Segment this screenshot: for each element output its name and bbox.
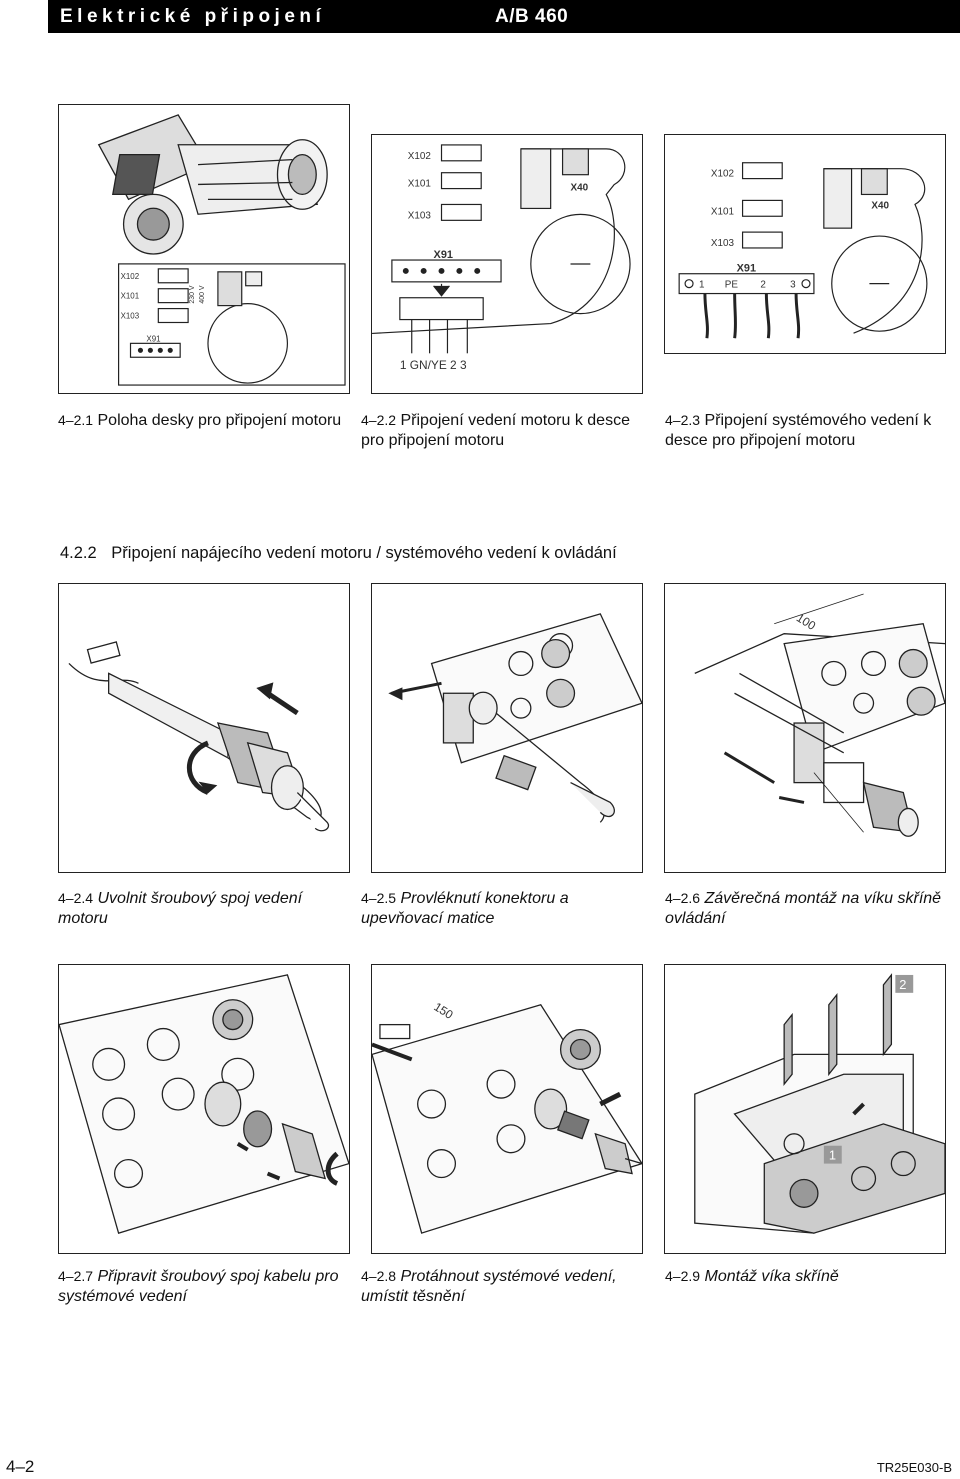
f1-label-x91: X91 bbox=[146, 334, 161, 343]
f2-label-x103: X103 bbox=[408, 210, 432, 221]
thread-connector-illustration bbox=[388, 613, 642, 823]
f3-terminal-pe: PE bbox=[725, 280, 739, 291]
f8-dimension-label: 150 bbox=[431, 1000, 456, 1023]
system-cable-connection-illustration: X102 X101 X103 X91 X40 1 PE 2 3 bbox=[678, 162, 928, 339]
caption-4-2-3: 4–2.3 Připojení systémového vedení k des… bbox=[665, 410, 950, 451]
caption-number: 4–2.1 bbox=[58, 412, 94, 428]
section-title: Připojení napájecího vedení motoru / sys… bbox=[111, 544, 617, 562]
f3-label-x91: X91 bbox=[737, 263, 756, 275]
figure-4-2-6: 100 bbox=[664, 583, 946, 873]
page-number: 4–2 bbox=[6, 1457, 35, 1476]
caption-number: 4–2.9 bbox=[665, 1268, 701, 1284]
f1-label-400v: 400 V bbox=[199, 285, 206, 304]
caption-4-2-5: 4–2.5 Provléknutí konektoru a upevňovací… bbox=[361, 888, 646, 929]
caption-4-2-1: 4–2.1 Poloha desky pro připojení motoru bbox=[58, 410, 358, 431]
thread-system-cable-illustration: 150 bbox=[372, 1000, 642, 1234]
f3-label-x102: X102 bbox=[711, 169, 734, 180]
f2-label-x40: X40 bbox=[571, 183, 589, 194]
f2-label-x101: X101 bbox=[408, 179, 432, 190]
caption-4-2-8: 4–2.8 Protáhnout systémové vedení, umíst… bbox=[361, 1266, 646, 1307]
f2-wire-labels: 1 GN/YE 2 3 bbox=[400, 358, 467, 372]
caption-text: Poloha desky pro připojení motoru bbox=[97, 412, 342, 429]
header-bar: Elektrické připojení A/B 460 bbox=[48, 0, 960, 33]
figure-4-2-8: 150 bbox=[371, 964, 643, 1254]
figure-4-2-3: X102 X101 X103 X91 X40 1 PE 2 3 bbox=[664, 134, 946, 354]
caption-text: Uvolnit šroubový spoj vedení motoru bbox=[58, 890, 303, 927]
caption-4-2-2: 4–2.2 Připojení vedení motoru k desce pr… bbox=[361, 410, 646, 451]
section-heading: 4.2.2 Připojení napájecího vedení motoru… bbox=[60, 544, 617, 563]
document-code: TR25E030-B bbox=[876, 1460, 952, 1475]
page-title: Elektrické připojení bbox=[60, 6, 326, 27]
f2-label-x91: X91 bbox=[434, 249, 453, 261]
figure-4-2-1: X102 X101 X103 X91 230 V 400 V bbox=[58, 104, 350, 394]
figure-4-2-7 bbox=[58, 964, 350, 1254]
caption-number: 4–2.5 bbox=[361, 890, 397, 906]
motor-position-illustration: X102 X101 X103 X91 230 V 400 V bbox=[97, 114, 346, 386]
motor-cable-connection-illustration: X102 X101 X103 X91 X40 1 GN/YE 2 3 bbox=[372, 144, 631, 372]
caption-text: Připravit šroubový spoj kabelu pro systé… bbox=[58, 1268, 339, 1305]
figure-4-2-9: 2 1 bbox=[664, 964, 946, 1254]
f2-label-x102: X102 bbox=[408, 151, 432, 162]
badge-2-bg bbox=[895, 974, 914, 993]
caption-4-2-4: 4–2.4 Uvolnit šroubový spoj vedení motor… bbox=[58, 888, 348, 929]
caption-text: Montáž víka skříně bbox=[704, 1268, 839, 1285]
f3-label-x103: X103 bbox=[711, 238, 735, 249]
caption-4-2-6: 4–2.6 Závěrečná montáž na víku skříně ov… bbox=[665, 888, 950, 929]
caption-number: 4–2.7 bbox=[58, 1268, 94, 1284]
figure-4-2-2: X102 X101 X103 X91 X40 1 GN/YE 2 3 bbox=[371, 134, 643, 394]
f3-label-x101: X101 bbox=[711, 206, 735, 217]
caption-number: 4–2.3 bbox=[665, 412, 701, 428]
mount-housing-cover-illustration: 2 1 bbox=[694, 973, 945, 1234]
f1-label-x102: X102 bbox=[121, 272, 140, 281]
f3-terminal-3: 3 bbox=[790, 280, 796, 291]
caption-text: Provléknutí konektoru a upevňovací matic… bbox=[361, 890, 569, 927]
f1-label-x101: X101 bbox=[121, 292, 140, 301]
caption-number: 4–2.4 bbox=[58, 890, 94, 906]
caption-number: 4–2.2 bbox=[361, 412, 397, 428]
figure-4-2-5 bbox=[371, 583, 643, 873]
f1-label-230v: 230 V bbox=[189, 285, 196, 304]
final-assembly-illustration: 100 bbox=[694, 593, 945, 837]
f3-label-x40: X40 bbox=[871, 200, 889, 211]
badge-1: 1 bbox=[829, 1148, 836, 1163]
figure-4-2-4 bbox=[58, 583, 350, 873]
loosen-cable-gland-illustration bbox=[68, 641, 330, 832]
f6-dimension-label: 100 bbox=[794, 611, 819, 634]
caption-4-2-9: 4–2.9 Montáž víka skříně bbox=[665, 1266, 950, 1287]
f1-label-x103: X103 bbox=[121, 312, 140, 321]
f3-terminal-1: 1 bbox=[699, 280, 705, 291]
caption-text: Připojení vedení motoru k desce pro přip… bbox=[361, 412, 630, 449]
section-number: 4.2.2 bbox=[60, 544, 97, 562]
caption-number: 4–2.6 bbox=[665, 890, 701, 906]
f3-terminal-2: 2 bbox=[760, 280, 766, 291]
caption-text: Závěrečná montáž na víku skříně ovládání bbox=[665, 890, 942, 927]
model-label: A/B 460 bbox=[495, 6, 569, 27]
prepare-cable-gland-illustration bbox=[59, 974, 349, 1234]
caption-text: Připojení systémového vedení k desce pro… bbox=[665, 412, 932, 449]
caption-text: Protáhnout systémové vedení, umístit těs… bbox=[361, 1268, 617, 1305]
caption-number: 4–2.8 bbox=[361, 1268, 397, 1284]
badge-2: 2 bbox=[899, 977, 906, 992]
caption-4-2-7: 4–2.7 Připravit šroubový spoj kabelu pro… bbox=[58, 1266, 358, 1307]
badge-1-bg bbox=[823, 1145, 842, 1164]
